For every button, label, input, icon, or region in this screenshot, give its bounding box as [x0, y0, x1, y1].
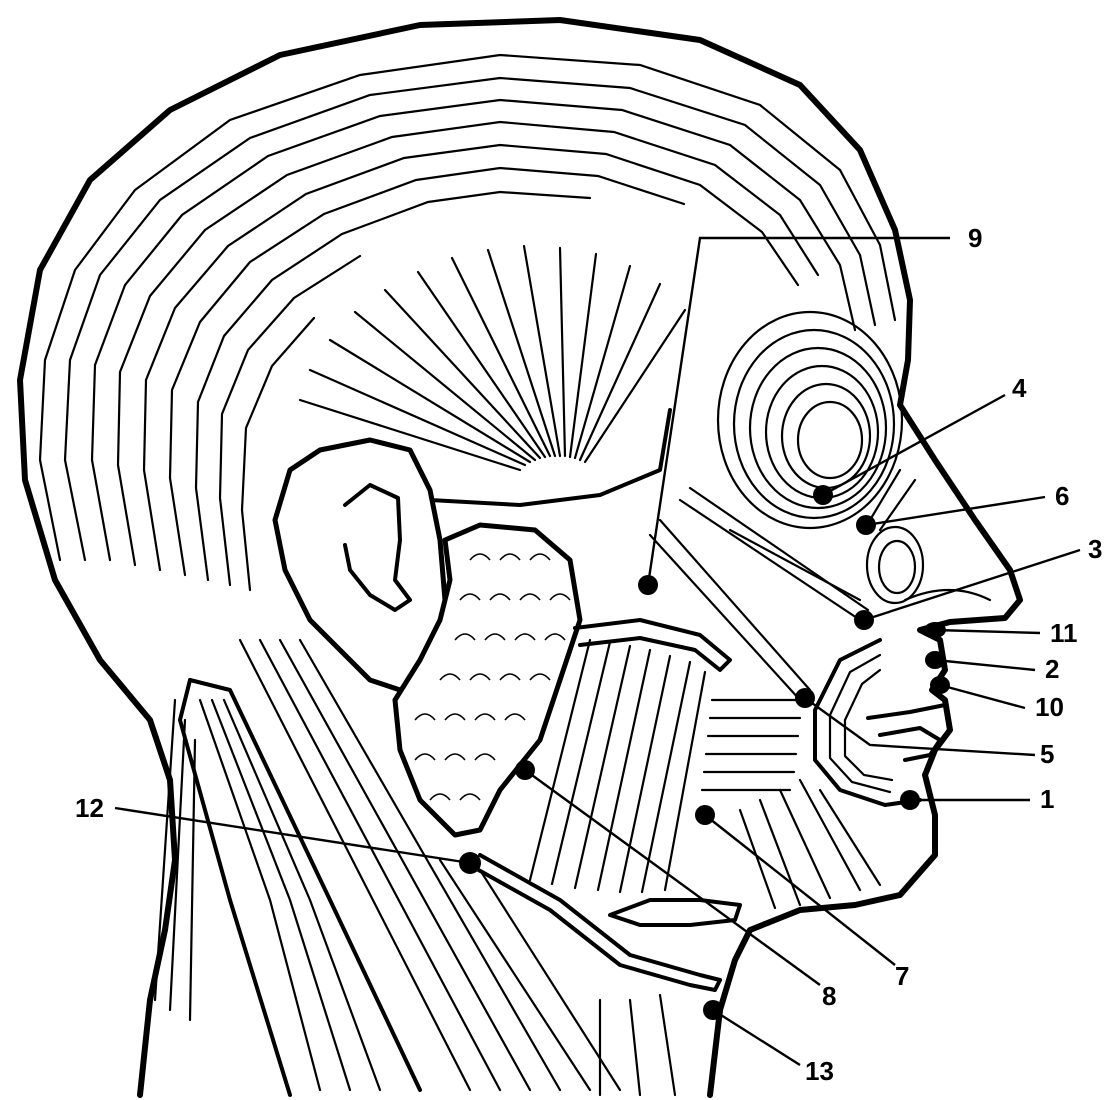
marker-8 — [515, 760, 535, 780]
label-5: 5 — [1040, 739, 1054, 769]
orbicularis-oculi — [718, 312, 902, 528]
leader-7 — [705, 815, 895, 965]
scalp-fibers — [40, 55, 895, 590]
parotid-duct — [575, 620, 730, 670]
marker-9 — [638, 575, 658, 595]
label-3: 3 — [1088, 534, 1102, 564]
label-2: 2 — [1045, 654, 1059, 684]
sternocleidomastoid — [180, 680, 420, 1095]
label-1: 1 — [1040, 784, 1054, 814]
label-4: 4 — [1012, 373, 1027, 403]
nasal-fibers — [867, 470, 990, 603]
leader-10 — [940, 685, 1025, 708]
label-12: 12 — [75, 793, 104, 823]
marker-5 — [795, 688, 815, 708]
marker-11 — [924, 622, 946, 638]
marker-13 — [703, 1000, 723, 1020]
label-6: 6 — [1055, 481, 1069, 511]
buccinator-fibers — [702, 700, 800, 790]
temporalis-fibers — [300, 246, 685, 470]
label-8: 8 — [822, 981, 836, 1011]
marker-4 — [813, 485, 833, 505]
marker-10 — [930, 676, 950, 694]
leader-12 — [115, 808, 470, 863]
label-11: 11 — [1050, 618, 1078, 648]
leader-8 — [525, 770, 820, 985]
marker-6 — [856, 515, 876, 535]
leader-2 — [935, 660, 1035, 670]
label-7: 7 — [895, 961, 909, 991]
leader-11 — [935, 630, 1040, 633]
label-10: 10 — [1035, 692, 1064, 722]
leader-3 — [864, 550, 1080, 620]
number-labels: 9 4 6 3 11 2 10 5 1 12 7 8 13 — [75, 223, 1102, 1086]
zygomatic-arch — [430, 410, 670, 505]
marker-12 — [459, 852, 481, 874]
leader-13 — [713, 1010, 800, 1065]
mentalis-fibers — [740, 780, 880, 908]
label-13: 13 — [805, 1056, 834, 1086]
marker-7 — [695, 805, 715, 825]
label-9: 9 — [968, 223, 982, 253]
marker-1 — [900, 790, 920, 810]
marker-3 — [854, 610, 874, 630]
marker-2 — [925, 651, 945, 669]
